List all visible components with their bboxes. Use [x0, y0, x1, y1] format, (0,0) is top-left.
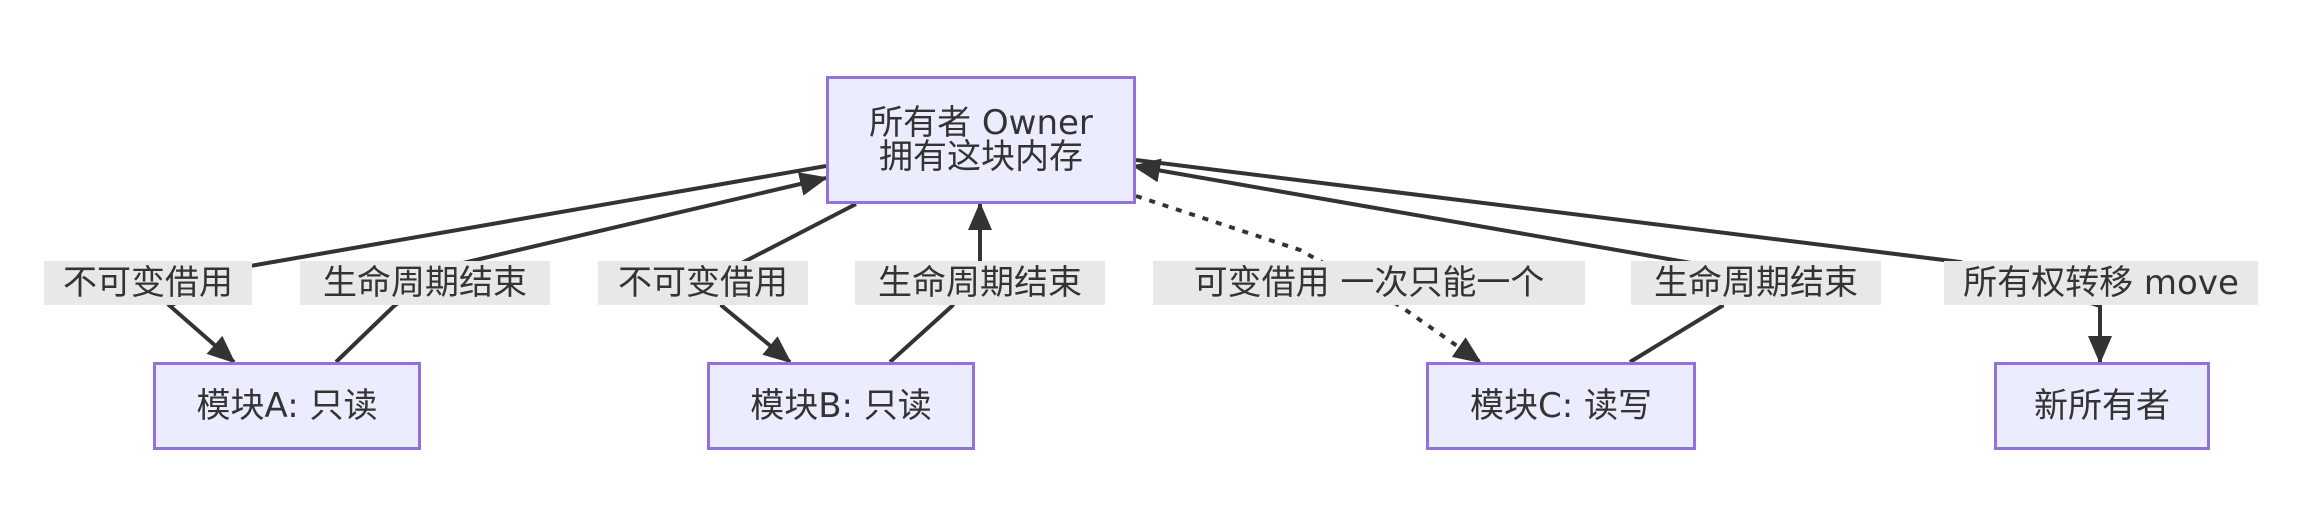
owner-node-title: 所有者 Owner [869, 103, 1093, 143]
edge-label-owner-to-new: 所有权转移 move [1944, 261, 2258, 305]
module-b-node[interactable]: 模块B: 只读 [707, 362, 975, 450]
module-c-node[interactable]: 模块C: 读写 [1426, 362, 1696, 450]
edge-label-c-to-owner: 生命周期结束 [1631, 261, 1881, 305]
edge-label-b-to-owner: 生命周期结束 [855, 261, 1105, 305]
new-owner-label: 新所有者 [2034, 386, 2170, 426]
module-c-label: 模块C: 读写 [1469, 386, 1652, 426]
module-a-node[interactable]: 模块A: 只读 [153, 362, 421, 450]
edge-label-owner-to-a: 不可变借用 [44, 261, 252, 305]
module-a-label: 模块A: 只读 [196, 386, 378, 426]
module-b-label: 模块B: 只读 [750, 386, 932, 426]
edge-label-a-to-owner: 生命周期结束 [300, 261, 550, 305]
edge-label-owner-to-b: 不可变借用 [598, 261, 808, 305]
edge-label-owner-to-c: 可变借用 一次只能一个 [1153, 261, 1585, 305]
new-owner-node[interactable]: 新所有者 [1994, 362, 2210, 450]
owner-node[interactable]: 所有者 Owner 拥有这块内存 [826, 76, 1136, 204]
owner-node-subtitle: 拥有这块内存 [879, 137, 1083, 177]
